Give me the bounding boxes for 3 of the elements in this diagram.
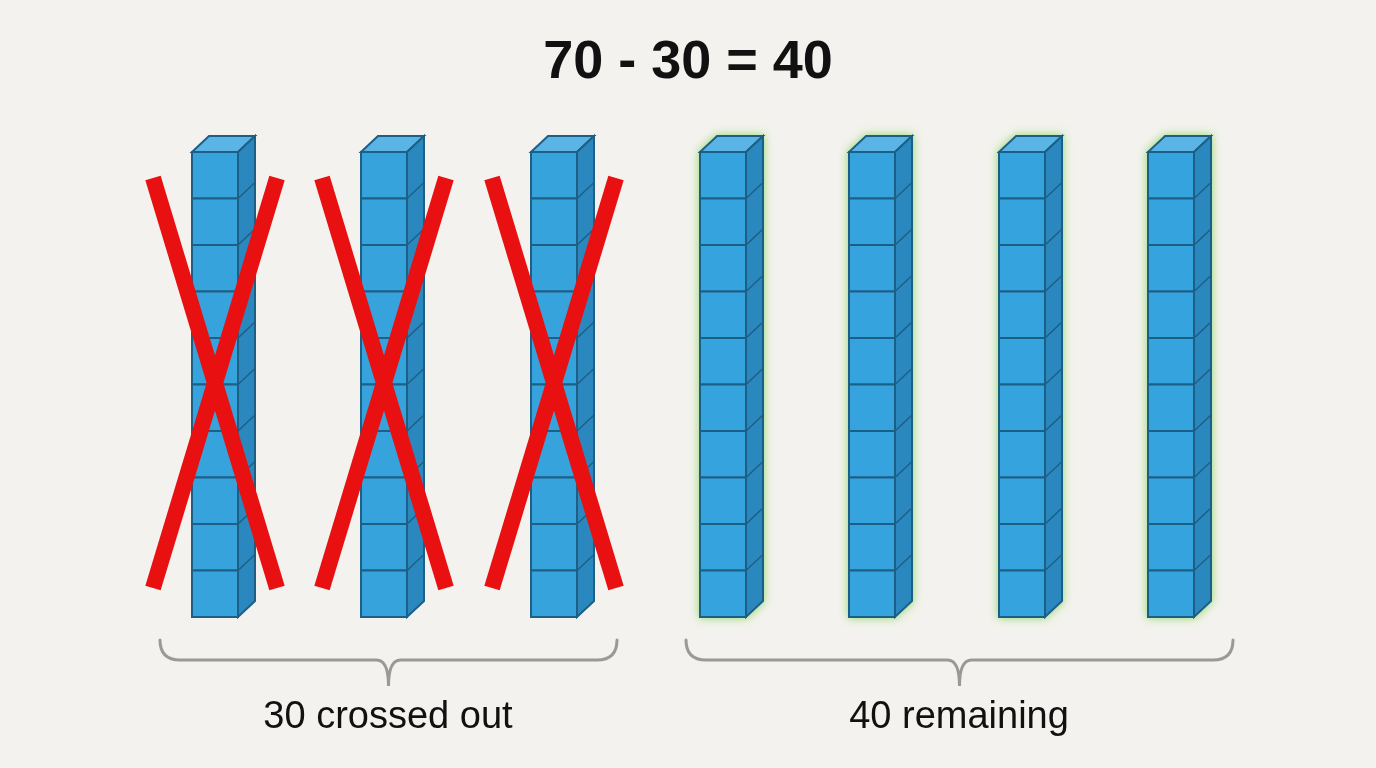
bracket-caption: 30 crossed out [263, 694, 513, 737]
bracket-caption: 40 remaining [849, 694, 1069, 737]
equation-title: 70 - 30 = 40 [543, 28, 833, 90]
